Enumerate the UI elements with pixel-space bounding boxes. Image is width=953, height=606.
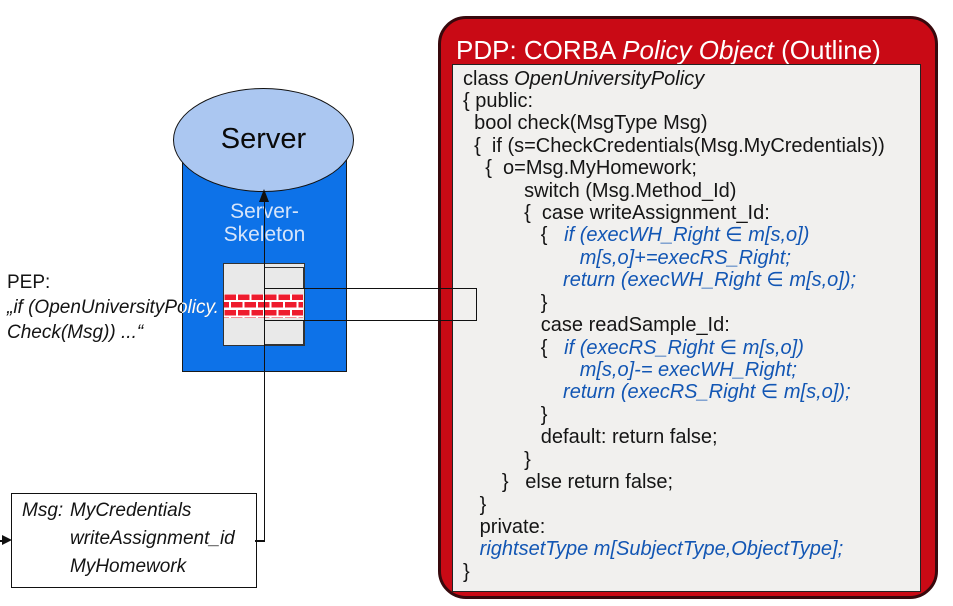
code-line: private: (463, 515, 546, 538)
code-line: { o=Msg.MyHomework; (463, 157, 697, 180)
msg-flow-line-horizontal (255, 540, 265, 542)
code-line: { if (execWH_Right ∈ m[s,o]) (463, 224, 810, 247)
code-line: default: return false; (463, 426, 718, 449)
code-line: bool check(MsgType Msg) (463, 112, 708, 135)
pdp-code-panel: class OpenUniversityPolicy{ public: bool… (451, 63, 921, 592)
policy-code: class OpenUniversityPolicy{ public: bool… (453, 65, 920, 584)
arrow-up-icon (259, 189, 269, 202)
code-line: rightsetType m[SubjectType,ObjectType]; (479, 538, 844, 561)
code-line: { if (execRS_Right ∈ m[s,o]) (463, 336, 804, 359)
code-line: case readSample_Id: (463, 314, 730, 337)
code-line: { if (s=CheckCredentials(Msg.MyCredentia… (463, 134, 885, 157)
code-line: } (463, 403, 548, 426)
pep-label-line1: PEP: (7, 272, 51, 293)
msg-item: writeAssignment_id (70, 528, 235, 549)
code-line: } else return false; (463, 471, 674, 494)
code-line: } (463, 493, 487, 516)
brick-wall-icon (224, 294, 303, 318)
msg-box: Msg: MyCredentials writeAssignment_id My… (11, 493, 257, 588)
pep-socket-notch-bottom (264, 319, 304, 345)
pdp-title: PDP: CORBA Policy Object (Outline) (456, 35, 881, 65)
server-label: Server (220, 122, 307, 155)
code-line: } (463, 560, 470, 583)
pep-label-line3: Check(Msg)) ...“ (7, 322, 144, 343)
server-ellipse: Server (173, 88, 354, 192)
code-line: class OpenUniversityPolicy (463, 67, 705, 90)
pep-socket-notch-top (264, 267, 304, 289)
msg-flow-line-vertical (263, 198, 266, 542)
pep-label-overlay: PEP: „if (OpenUniversityPolicy. Check(Ms… (7, 272, 219, 343)
code-line: return (execWH_Right ∈ m[s,o]); (563, 269, 857, 292)
arrow-right-icon (2, 535, 12, 545)
pep-pdp-connector-rect (264, 288, 477, 321)
code-line: { case writeAssignment_Id: (463, 202, 770, 225)
msg-box-items: MyCredentials writeAssignment_id MyHomew… (70, 497, 235, 587)
code-line: } (463, 291, 548, 314)
code-line: } (463, 448, 531, 471)
pdp-panel: PDP: CORBA Policy Object (Outline) class… (438, 16, 938, 599)
pep-label-line2: „if (OpenUniversityPolicy. (7, 297, 219, 318)
msg-box-label: Msg: (22, 500, 64, 521)
code-line: m[s,o]-= execWH_Right; (579, 358, 797, 381)
code-line: m[s,o]+=execRS_Right; (579, 246, 791, 269)
code-line: switch (Msg.Method_Id) (463, 179, 737, 202)
code-line: { public: (463, 89, 534, 112)
code-line: return (execRS_Right ∈ m[s,o]); (563, 381, 851, 404)
msg-item: MyCredentials (70, 500, 192, 521)
msg-item: MyHomework (70, 556, 187, 577)
pep-label: PEP: „if (OpenUniversityPolicy. Check(Ms… (7, 270, 257, 345)
